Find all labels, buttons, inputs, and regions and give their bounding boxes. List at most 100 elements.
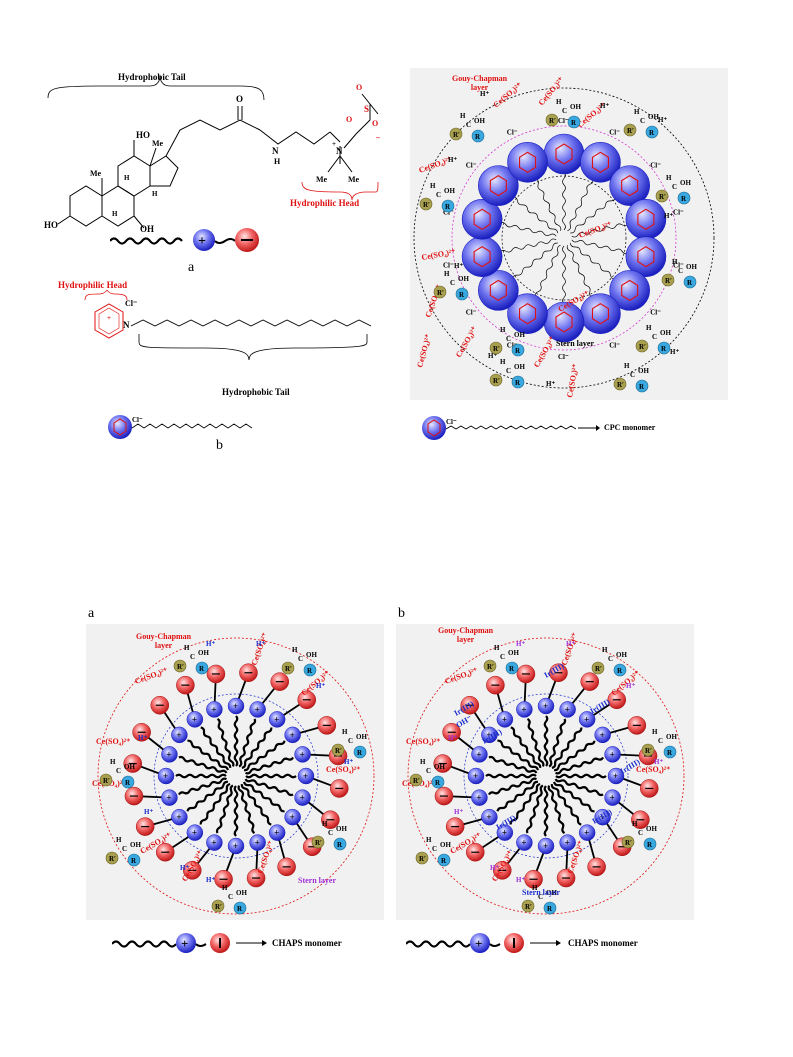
proton-ion: H⁺ (626, 682, 635, 690)
cation-sign: + (274, 714, 279, 724)
proton-ion: H⁺ (658, 116, 667, 124)
fig2-panel-b-label: b (398, 606, 405, 621)
cation-sign: + (176, 812, 181, 822)
cation-head-icon (249, 701, 266, 718)
cation-head-icon (186, 824, 204, 841)
alcohol-oh: OH (686, 263, 697, 271)
cpc-micelle-stern-label: Stern layer (556, 339, 594, 348)
cation-head-icon (471, 746, 488, 763)
alcohol-c: C (348, 737, 353, 745)
hydrophobic-tail (525, 784, 544, 834)
pyridinium-sphere-icon (108, 415, 132, 439)
proton-ion: H⁺ (454, 262, 463, 270)
r-prime-group-label: R′ (617, 381, 624, 389)
r-group-icon (505, 661, 519, 675)
proton-ion: H⁺ (206, 876, 215, 884)
cation-head-icon (537, 837, 555, 855)
proton-ion: H⁺ (180, 864, 189, 872)
cerium-sulfate-ion: Ce(SO₄)²⁺ (96, 737, 130, 746)
alcohol-h: H (222, 884, 228, 892)
alcohol-oh: OH (124, 763, 135, 771)
pyridinium-ring-icon (621, 174, 639, 197)
r-group-label: R (639, 383, 645, 391)
proton-ion: H⁺ (448, 156, 457, 164)
hydrophobic-tail (177, 777, 227, 796)
alcohol-c: C (608, 655, 613, 663)
alcohol-oh: OH (434, 763, 445, 771)
alcohol-h: H (602, 646, 608, 654)
alcohol-oh: OH (570, 103, 581, 111)
r-prime-group-icon (409, 773, 423, 787)
r-prime-group-label: R′ (525, 903, 532, 911)
hydrophobic-tail (200, 726, 232, 769)
r-group-icon (121, 775, 135, 789)
r-prime-group-icon (211, 899, 225, 913)
r-prime-group-label: R′ (625, 839, 632, 847)
alcohol-oh: OH (444, 187, 455, 195)
alcohol-c: C (652, 333, 657, 341)
cation-sign: + (543, 701, 548, 711)
r-prime-group-label: R′ (335, 747, 342, 755)
cation-sign: + (255, 838, 260, 848)
cerium-sulfate-ion: Ce(SO₄)²⁺ (578, 220, 613, 240)
pyridinium-head-icon (625, 199, 667, 240)
r-group-icon (431, 775, 445, 789)
r-group-icon (657, 341, 671, 355)
hydrophobic-tail (178, 755, 228, 774)
cpc-monomer-symbol: Cl⁻ (108, 415, 253, 439)
cation-head-icon (604, 746, 621, 763)
cation-sign: + (211, 838, 216, 848)
r-group-label: R (571, 119, 577, 127)
alcohol-c: C (678, 267, 683, 275)
r-group-label: R (649, 129, 655, 137)
chaps-atom-n-plus: N (336, 146, 343, 156)
cerium-sulfate-ion: Ce(SO₄)²⁺ (444, 666, 479, 686)
alcohol-c: C (450, 279, 455, 287)
hydrophobic-tail (187, 739, 229, 771)
alcohol-h: H (556, 98, 562, 106)
pyridinium-head-icon (609, 270, 650, 311)
cation-head-icon (578, 711, 596, 728)
proton-ion: H⁺ (206, 640, 215, 648)
chaps-atom-oh: OH (140, 224, 154, 234)
proton-ion: H⁺ (516, 876, 525, 884)
fig2a-stern-label: Stern layer (298, 876, 336, 885)
r-group-label: R (475, 133, 481, 141)
chloride-ion: Cl⁻ (650, 161, 661, 169)
proton-ion: H⁺ (654, 758, 663, 766)
r-prime-group-icon (635, 339, 649, 353)
r-prime-group-label: R′ (177, 663, 184, 671)
r-prime-group-icon (415, 851, 429, 865)
r-prime-group-label: R′ (487, 663, 494, 671)
r-prime-group-label: R′ (423, 201, 430, 209)
cation-head-icon (161, 746, 178, 763)
alcohol-h: H (430, 182, 436, 190)
hydrophobic-tail (487, 777, 537, 796)
alcohol-oh: OH (514, 363, 525, 371)
hydrophobic-tail (526, 717, 545, 767)
r-group-label: R (445, 203, 451, 211)
r-prime-group-label: R′ (215, 903, 222, 911)
r-prime-group-label: R′ (103, 777, 110, 785)
chloride-ion: Cl⁻ (466, 309, 477, 317)
r-group-label: R (307, 667, 313, 675)
hydrophobic-tail (551, 727, 583, 769)
cation-sphere-icon (176, 933, 196, 953)
cation-head-icon (594, 808, 611, 826)
alcohol-c: C (466, 121, 471, 129)
chaps-atom-minus: – (375, 133, 380, 142)
r-prime-group-icon (99, 773, 113, 787)
alcohol-c: C (190, 653, 195, 661)
chaps-atom-s: S (364, 104, 369, 114)
chaps-atom-o-2: O (372, 119, 378, 128)
r-group-label: R (681, 195, 687, 203)
chloride-ion: Cl⁻ (609, 341, 620, 349)
gouy-chapman-boundary (413, 87, 715, 389)
fig2a-legend-symbol: + (112, 933, 267, 953)
chaps-atom-me-4: Me (348, 175, 360, 184)
hydrophobic-tail (216, 717, 235, 767)
cation-head-icon (268, 824, 286, 841)
cation-head-icon (607, 767, 625, 785)
r-group-icon (333, 837, 347, 851)
r-group-icon (645, 125, 659, 139)
